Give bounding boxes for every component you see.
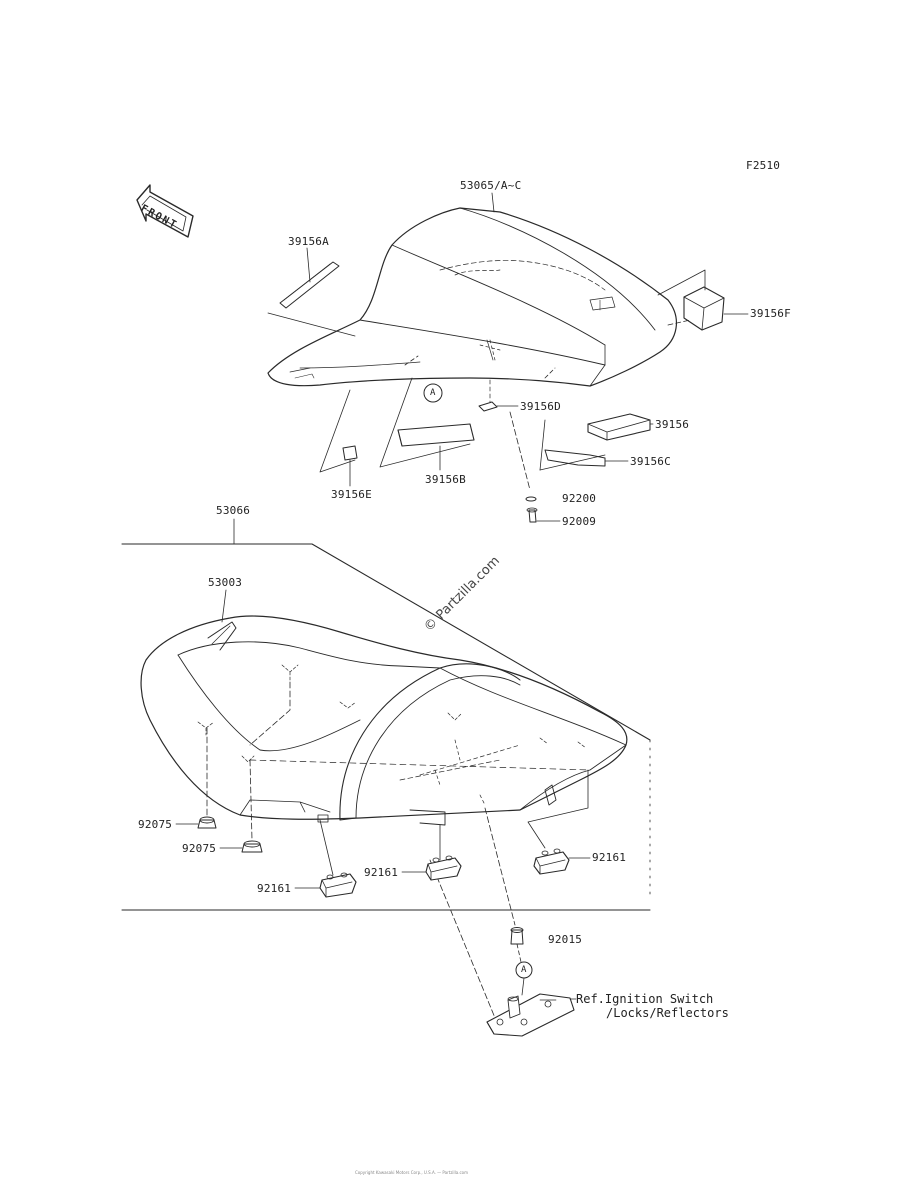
part-39156d-clip xyxy=(478,401,498,412)
seat-drawing xyxy=(140,615,628,826)
callout-a-upper xyxy=(423,383,443,403)
label-92075-b: 92075 xyxy=(182,842,217,855)
label-53065: 53065/A~C xyxy=(460,179,522,192)
label-39156: 39156 xyxy=(655,418,690,431)
part-39156c-strip xyxy=(544,449,606,467)
part-92075-grommet-a xyxy=(197,816,217,829)
figure-code: F2510 xyxy=(746,159,781,172)
ref-note-line1: Ref.Ignition Switch xyxy=(576,992,714,1006)
ref-note-line2: /Locks/Reflectors xyxy=(606,1006,729,1020)
callout-a-upper-text: A xyxy=(430,388,436,398)
label-92009: 92009 xyxy=(562,515,597,528)
callout-a-lower-text: A xyxy=(521,965,527,975)
label-39156e: 39156E xyxy=(331,488,372,501)
part-92009-screw xyxy=(526,507,538,523)
label-92161-c: 92161 xyxy=(592,851,627,864)
part-39156f-block xyxy=(683,286,725,331)
label-39156d: 39156D xyxy=(520,400,561,413)
part-39156e-tag xyxy=(342,445,358,461)
label-39156b: 39156B xyxy=(425,473,466,486)
front-arrow-icon xyxy=(136,184,194,238)
part-39156a-strip xyxy=(279,261,340,309)
part-92075-grommet-b xyxy=(241,840,263,853)
label-92161-b: 92161 xyxy=(364,866,399,879)
part-92161-damper-b xyxy=(425,855,462,881)
seat-cowl-drawing xyxy=(267,207,677,387)
label-39156c: 39156C xyxy=(630,455,671,468)
label-92015: 92015 xyxy=(548,933,583,946)
footer-copyright: Copyright Kawasaki Motors Corp., U.S.A. … xyxy=(355,1170,469,1175)
part-92200-washer xyxy=(525,496,537,502)
part-39156-pad xyxy=(587,413,651,441)
lower-assembly-frame xyxy=(121,543,651,911)
label-53003: 53003 xyxy=(208,576,243,589)
part-92015-collar xyxy=(510,927,524,945)
part-39156b-strip xyxy=(397,423,475,447)
part-92161-damper-c xyxy=(533,848,570,875)
label-39156f: 39156F xyxy=(750,307,791,320)
label-92161-a: 92161 xyxy=(257,882,292,895)
label-92075-a: 92075 xyxy=(138,818,173,831)
label-92200: 92200 xyxy=(562,492,597,505)
seat-lock-bracket xyxy=(486,993,575,1037)
label-39156a: 39156A xyxy=(288,235,329,248)
part-92161-damper-a xyxy=(319,872,357,898)
label-53066: 53066 xyxy=(216,504,251,517)
